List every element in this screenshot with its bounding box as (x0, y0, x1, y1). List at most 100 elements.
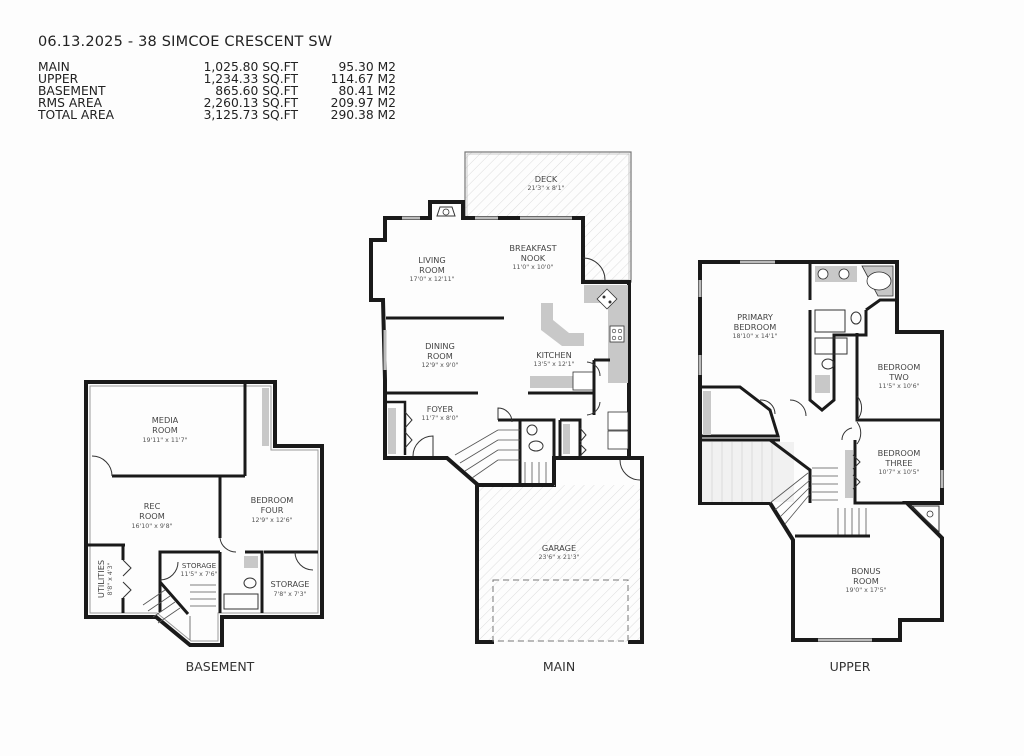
area-m2: 95.30 M2 (338, 60, 396, 74)
room-name-primary: PRIMARY (737, 312, 774, 322)
stairs (769, 467, 867, 535)
room-dim-bed2: 11'5" x 10'6" (878, 383, 919, 390)
room-dim-kitchen: 13'5" x 12'1" (533, 361, 574, 368)
room-name-bed3: BEDROOM (878, 448, 921, 458)
toilet-icon (821, 358, 835, 370)
wall (218, 550, 264, 613)
shower-icon (814, 309, 846, 333)
area-m2: 209.97 M2 (330, 96, 396, 110)
area-m2: 114.67 M2 (330, 72, 396, 86)
sink-icon (817, 268, 829, 280)
bathtub-icon (223, 593, 259, 610)
room-dim-living: 17'0" x 12'11" (409, 276, 454, 283)
basement-exterior-wall (84, 380, 324, 647)
door-swing[interactable] (856, 421, 862, 445)
main-plan: DECK 21'3" x 8'1" LIVING ROOM 17'0" x 12… (369, 151, 644, 644)
room-name-storage1: STORAGE (182, 561, 217, 570)
fireplace-icon (436, 206, 456, 217)
room-name-utilities: UTILITIES (96, 560, 106, 598)
room-dim-primary: 18'10" x 14'1" (732, 333, 777, 340)
room-name-living: LIVING (418, 255, 445, 265)
area-sqft: 865.60 SQ.FT (215, 84, 298, 98)
room-dim-nook: 11'0" x 10'0" (512, 264, 553, 271)
sink-icon (244, 556, 258, 568)
bifold-door[interactable] (579, 427, 587, 457)
area-label: UPPER (38, 72, 79, 86)
room-name-primary-2: BEDROOM (734, 322, 777, 332)
sink-icon (815, 375, 830, 393)
door-swing[interactable] (789, 399, 807, 417)
area-row-total: TOTAL AREA 3,125.73 SQ.FT 290.38 M2 (38, 109, 396, 121)
basement-plan: MEDIA ROOM 19'11" x 11'7" REC ROOM 16'10… (84, 380, 324, 647)
area-row-rms: RMS AREA 2,260.13 SQ.FT 209.97 M2 (38, 97, 396, 109)
room-name-deck: DECK (535, 174, 558, 184)
room-name-media-2: ROOM (152, 425, 178, 435)
bifold-door[interactable] (852, 454, 861, 490)
room-name-bed2-2: TWO (888, 372, 909, 382)
room-dim-bed3: 10'7" x 10'5" (878, 469, 919, 476)
main-exterior-wall (369, 200, 631, 487)
room-name-dining: DINING (425, 341, 455, 351)
garage-wall (475, 456, 644, 644)
area-sqft: 2,260.13 SQ.FT (203, 96, 298, 110)
door-swing[interactable] (219, 537, 237, 553)
upper-plan: PRIMARY BEDROOM 18'10" x 14'1" BEDROOM T… (698, 260, 944, 642)
fireplace-icon (909, 505, 940, 534)
door-swing[interactable] (294, 551, 314, 571)
room-dim-storage2: 7'8" x 7'3" (273, 591, 306, 598)
room-dim-bonus: 19'0" x 17'5" (845, 587, 886, 594)
door-swing[interactable] (841, 427, 853, 441)
door-swing[interactable] (759, 399, 776, 415)
washer-icon (607, 411, 629, 431)
door-swing[interactable] (91, 455, 113, 477)
room-name-rec-2: ROOM (139, 511, 165, 521)
area-row-main: MAIN 1,025.80 SQ.FT 95.30 M2 (38, 61, 396, 73)
door-swing[interactable] (497, 407, 513, 423)
room-name-bonus: BONUS (851, 566, 880, 576)
area-label: MAIN (38, 60, 70, 74)
room-dim-dining: 12'9" x 9'0" (421, 362, 458, 369)
stove-icon (609, 325, 625, 343)
shelf-fixture (262, 388, 269, 446)
toilet-icon (243, 577, 257, 589)
stairs (454, 429, 547, 484)
room-dim-garage: 23'6" x 21'3" (538, 554, 579, 561)
room-dim-bed4: 12'9" x 12'6" (251, 517, 292, 524)
area-label: RMS AREA (38, 96, 103, 110)
sink-icon (838, 268, 850, 280)
area-row-upper: UPPER 1,234.33 SQ.FT 114.67 M2 (38, 73, 396, 85)
floor-label-basement: BASEMENT (185, 659, 255, 674)
room-name-dining-2: ROOM (427, 351, 453, 361)
room-name-bed3-2: THREE (884, 458, 912, 468)
open-to-below (702, 442, 794, 502)
front-door[interactable] (412, 435, 434, 457)
room-name-bed2: BEDROOM (878, 362, 921, 372)
room-dim-storage1: 11'5" x 7'6" (180, 571, 217, 578)
room-dim-utilities: 8'8" x 4'3" (107, 562, 114, 595)
room-name-kitchen: KITCHEN (536, 350, 571, 360)
kitchen-island (541, 303, 584, 346)
door-swing[interactable] (586, 361, 601, 377)
room-dim-deck: 21'3" x 8'1" (527, 185, 564, 192)
garage-door[interactable] (492, 579, 629, 642)
area-m2: 80.41 M2 (338, 84, 396, 98)
bifold-door[interactable] (404, 411, 413, 449)
room-dim-foyer: 11'7" x 8'0" (421, 415, 458, 422)
wall (158, 550, 220, 612)
room-name-nook-2: NOOK (521, 253, 546, 263)
area-summary-table: MAIN 1,025.80 SQ.FT 95.30 M2 UPPER 1,234… (38, 61, 396, 121)
room-name-nook: BREAKFAST (509, 243, 557, 253)
room-name-bed4: BEDROOM (251, 495, 294, 505)
door-swing[interactable] (856, 395, 863, 421)
deck-door[interactable] (582, 257, 606, 281)
floor-label-main: MAIN (542, 659, 576, 674)
plan-title: 06.13.2025 - 38 SIMCOE CRESCENT SW (38, 34, 333, 50)
floor-label-upper: UPPER (829, 659, 871, 674)
garage-entry-door[interactable] (619, 459, 641, 481)
bifold-door[interactable] (122, 559, 132, 599)
door-swing[interactable] (586, 401, 601, 416)
toilet-icon (850, 311, 862, 325)
room-name-rec: REC (144, 501, 161, 511)
door-swing[interactable] (159, 561, 179, 581)
